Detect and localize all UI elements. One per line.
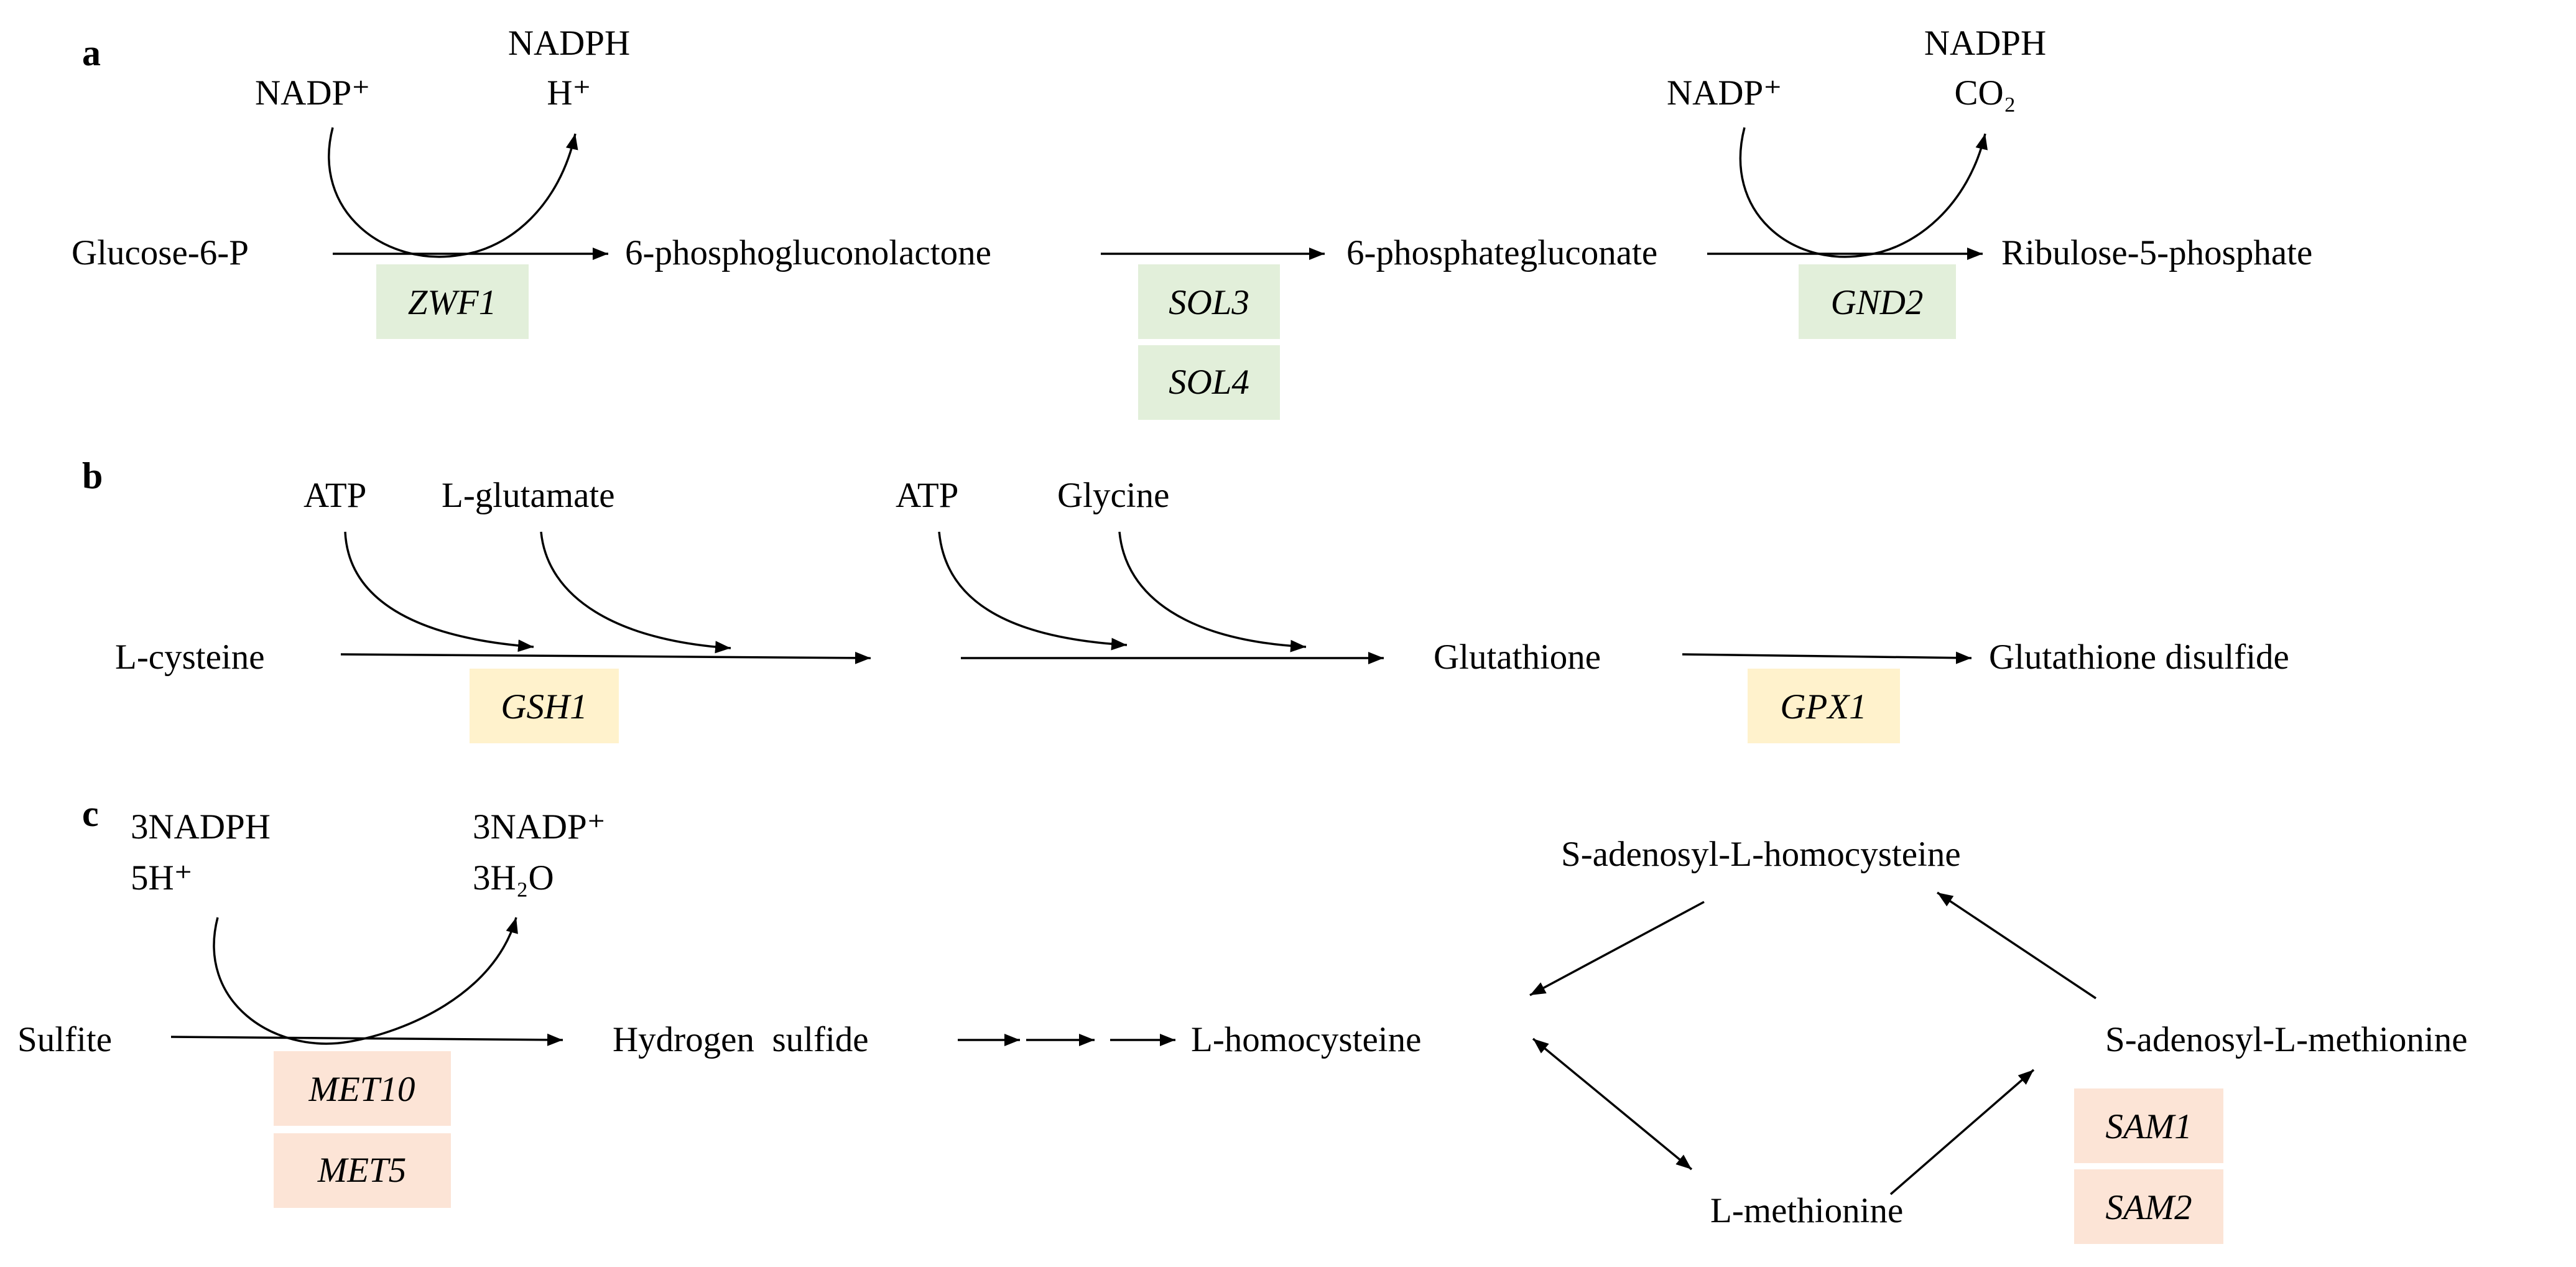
arrow-glutathione-to-disulfide — [1682, 651, 1972, 664]
arrow-homocysteine-methionine — [1532, 1037, 1693, 1171]
gene-zwf1: ZWF1 — [408, 283, 497, 322]
gene-box-sam2 — [2074, 1169, 2223, 1244]
glycine-curve-arrow-b — [1118, 531, 1307, 652]
gene-box-met5 — [274, 1133, 451, 1208]
nadph-label-c: 3NADPH — [131, 807, 271, 847]
panel-b-letter: b — [82, 455, 103, 496]
gene-box-sol3 — [1138, 264, 1280, 339]
gene-sol3: SOL3 — [1169, 283, 1249, 322]
ribulose-5-phosphate-label: Ribulose-5-phosphate — [2001, 233, 2312, 272]
glutathione-label: Glutathione — [1434, 638, 1601, 677]
panel-a-letter: a — [82, 32, 101, 73]
cofactor-curve-arrow-c — [213, 917, 518, 1045]
arrow-sam-to-sah — [1937, 891, 2096, 1000]
phosphategluconate-label: 6-phosphategluconate — [1346, 233, 1657, 272]
glycine-label: Glycine — [1057, 476, 1169, 515]
gene-box-gpx1 — [1748, 669, 1900, 743]
gene-box-sol4 — [1138, 345, 1280, 420]
atp-curve-arrow-b2 — [938, 531, 1128, 651]
panel-c: c 3NADPH 5H⁺ 3NADP⁺ 3H₂O Sulfite MET10 M… — [17, 793, 2468, 1244]
l-cysteine-label: L-cysteine — [115, 638, 265, 677]
nadp-label-c: 3NADP⁺ — [473, 807, 606, 847]
cofactor-curve-arrow-a2 — [1739, 127, 1988, 258]
atp-label-b1: ATP — [303, 476, 366, 515]
water-label-c: 3H₂O — [473, 858, 554, 898]
h-plus-label-c: 5H⁺ — [131, 858, 193, 898]
glucose-6-p-label: Glucose-6-P — [72, 233, 249, 272]
gene-box-gsh1 — [470, 669, 619, 743]
gene-met10: MET10 — [308, 1070, 415, 1109]
arrow-sah-to-homocysteine — [1529, 901, 1705, 996]
atp-label-b2: ATP — [896, 476, 958, 515]
gene-box-zwf1 — [376, 264, 529, 339]
gene-box-sam1 — [2074, 1088, 2223, 1163]
phosphogluconolactone-label: 6-phosphogluconolactone — [625, 233, 991, 272]
arrow-cysteine-to-intermediate — [340, 651, 871, 664]
gene-gnd2: GND2 — [1831, 283, 1924, 322]
nadph-label-a2: NADPH — [1924, 24, 2046, 63]
arrow-methionine-to-sam — [1889, 1069, 2035, 1195]
atp-curve-arrow-b1 — [344, 531, 534, 652]
gene-sam2: SAM2 — [2105, 1188, 2192, 1227]
co2-label-a2: CO₂ — [1954, 73, 2016, 113]
arrow-sulfite-to-h2s — [170, 1033, 563, 1046]
gene-sam1: SAM1 — [2105, 1107, 2192, 1146]
h-plus-label-a1: H⁺ — [547, 73, 591, 113]
l-homocysteine-label: L-homocysteine — [1191, 1020, 1421, 1059]
sulfite-label: Sulfite — [17, 1020, 112, 1059]
nadph-label-a1: NADPH — [508, 24, 630, 63]
gene-gpx1: GPX1 — [1780, 687, 1866, 726]
gene-gsh1: GSH1 — [501, 687, 587, 726]
l-glutamate-label: L-glutamate — [442, 476, 615, 515]
gene-box-gnd2 — [1799, 264, 1956, 339]
nadp-label-a1: NADP⁺ — [255, 73, 370, 113]
hydrogen-sulfide-label: Hydrogen sulfide — [613, 1020, 869, 1059]
glutamate-curve-arrow-b — [540, 531, 731, 654]
l-methionine-label: L-methionine — [1710, 1191, 1903, 1230]
panel-a: a NADP⁺ NADPH H⁺ Glucose-6-P ZWF1 6-phos… — [72, 24, 2312, 420]
panel-b: b ATP L-glutamate L-cysteine GSH1 ATP Gl… — [82, 455, 2289, 743]
panel-c-letter: c — [82, 793, 99, 834]
gene-met5: MET5 — [317, 1151, 407, 1190]
s-adenosyl-l-homocysteine-label: S-adenosyl-L-homocysteine — [1561, 835, 1961, 874]
s-adenosyl-l-methionine-label: S-adenosyl-L-methionine — [2105, 1020, 2468, 1059]
nadp-label-a2: NADP⁺ — [1667, 73, 1782, 113]
gene-box-met10 — [274, 1051, 451, 1126]
cofactor-curve-arrow-a1 — [328, 127, 578, 258]
gene-sol4: SOL4 — [1169, 363, 1249, 402]
glutathione-disulfide-label: Glutathione disulfide — [1989, 638, 2289, 677]
